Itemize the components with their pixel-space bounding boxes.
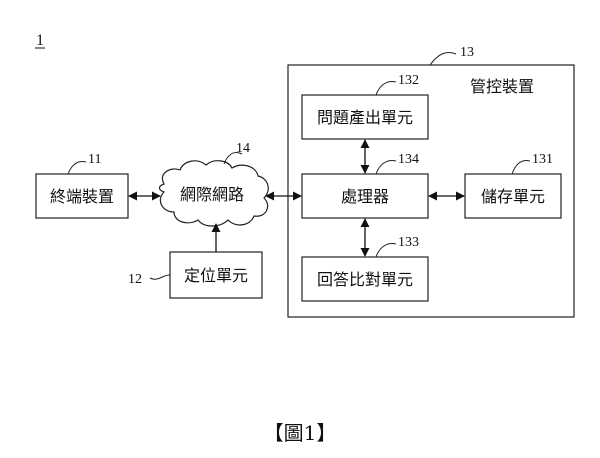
storage-unit-label: 儲存單元 — [481, 187, 545, 206]
storage-unit-ref-leader — [511, 160, 531, 175]
question-unit-box — [301, 94, 429, 140]
storage-unit-box — [464, 173, 562, 219]
terminal-device-box — [35, 173, 129, 219]
answer-unit-ref-leader — [375, 243, 397, 258]
question-unit-ref-leader — [375, 81, 397, 96]
answer-unit-box — [301, 256, 429, 302]
terminal-device-ref-leader — [67, 161, 87, 175]
internet-ref: 14 — [236, 141, 250, 156]
control-device-label: 管控裝置 — [470, 77, 534, 96]
question-unit-ref: 132 — [398, 73, 419, 88]
processor-ref: 134 — [398, 152, 419, 167]
figure-caption: 【圖1】 — [264, 421, 337, 445]
processor-box — [301, 173, 429, 219]
processor-ref-leader — [375, 160, 397, 175]
positioning-unit-label: 定位單元 — [184, 266, 248, 285]
control-device-frame — [287, 64, 575, 318]
figure-label: 1 — [36, 32, 44, 49]
positioning-unit-ref: 12 — [128, 272, 142, 287]
control-device-ref-leader — [429, 51, 457, 66]
internet-cloud-icon — [158, 160, 269, 227]
internet-label: 網際網路 — [180, 185, 244, 204]
internet-ref-leader — [223, 151, 243, 165]
answer-unit-ref: 133 — [398, 235, 419, 250]
terminal-device-ref: 11 — [88, 152, 101, 167]
terminal-device-label: 終端裝置 — [50, 187, 114, 206]
processor-label: 處理器 — [341, 187, 389, 206]
answer-unit-label: 回答比對單元 — [317, 270, 413, 289]
storage-unit-ref: 131 — [532, 152, 553, 167]
control-device-ref: 13 — [460, 45, 474, 60]
positioning-unit-ref-leader — [149, 274, 171, 280]
question-unit-label: 問題產出單元 — [317, 108, 413, 127]
